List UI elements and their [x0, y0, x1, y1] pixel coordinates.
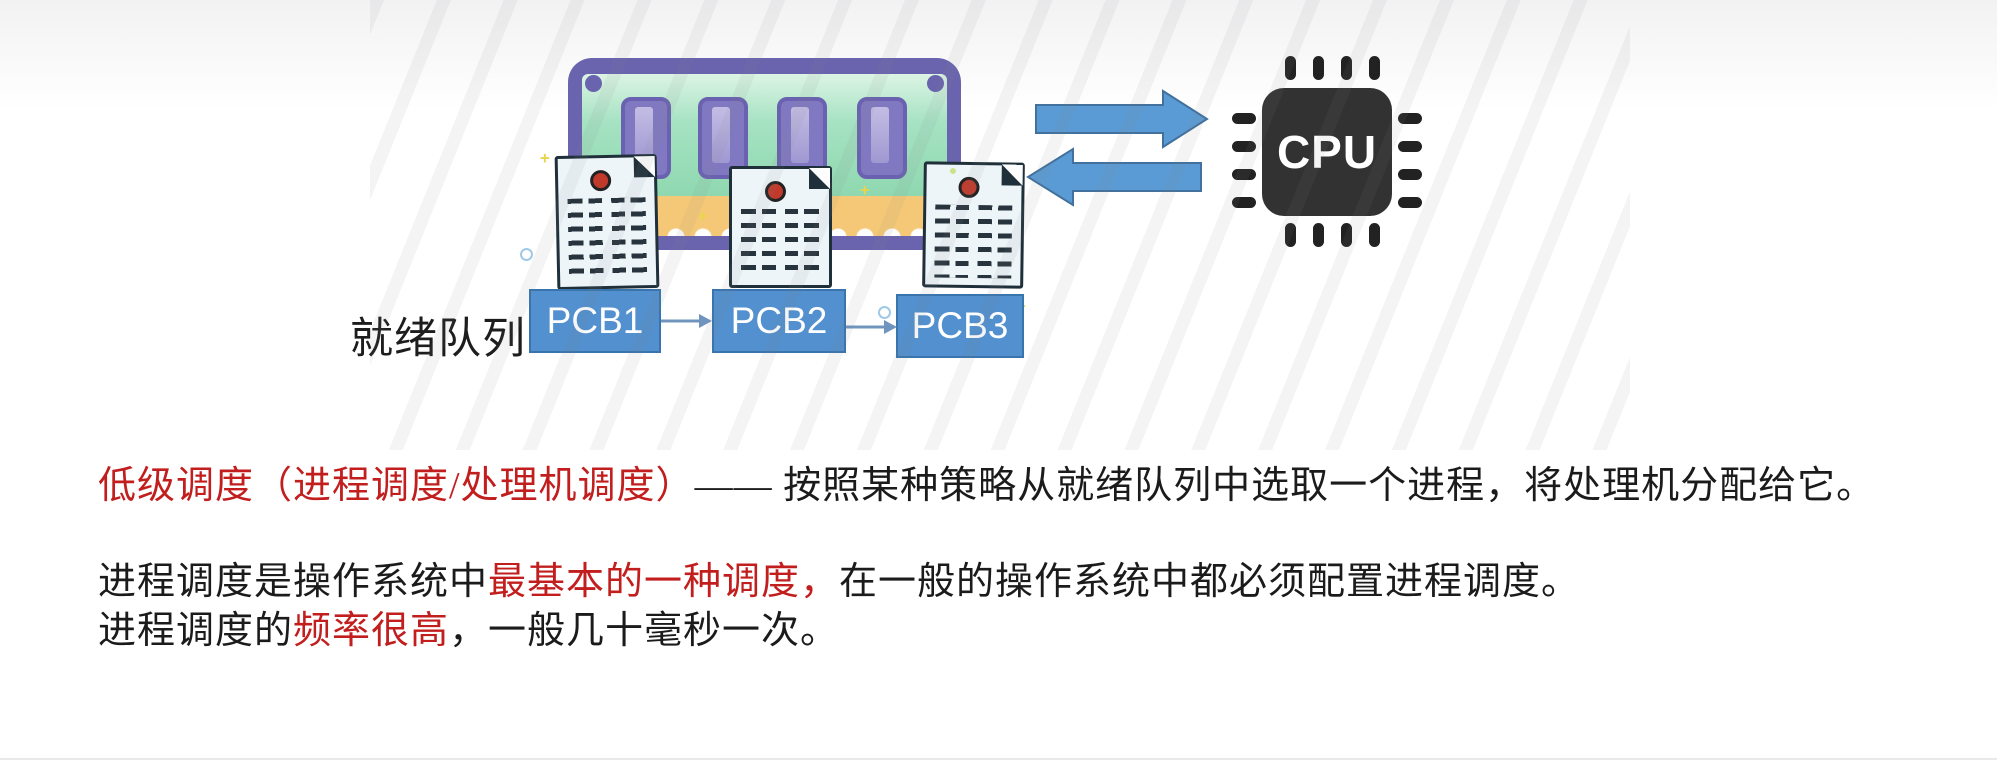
low-level-scheduling-term: 低级调度（进程调度/处理机调度）	[98, 465, 695, 507]
dispatch-arrow-left-icon	[1026, 147, 1202, 207]
lecture-text: 低级调度（进程调度/处理机调度）—— 按照某种策略从就绪队列中选取一个进程，将处…	[98, 460, 1898, 656]
cpu-pin	[1398, 169, 1422, 180]
cpu-pin	[1232, 141, 1256, 152]
cpu-pin	[1313, 56, 1324, 80]
pcb-document-icon	[729, 166, 832, 288]
note1-highlight: 最基本的一种调度，	[488, 561, 840, 603]
notes-paragraph: 进程调度是操作系统中最基本的一种调度，在一般的操作系统中都必须配置进程调度。进程…	[98, 558, 1898, 656]
cpu-icon: CPU	[1232, 56, 1422, 252]
document-fold-corner	[809, 168, 830, 189]
cpu-pin	[1313, 223, 1324, 247]
sparkle-decoration	[878, 306, 891, 319]
cpu-pin	[1398, 141, 1422, 152]
queue-arrow-icon	[846, 320, 897, 334]
cpu-pin	[1369, 223, 1380, 247]
definition-body: —— 按照某种策略从就绪队列中选取一个进程，将处理机分配给它。	[694, 465, 1876, 507]
note1-prefix: 进程调度是操作系统中	[98, 561, 489, 603]
pcb-document-icon	[922, 161, 1025, 289]
ram-chip-icon	[698, 97, 748, 179]
document-fold-corner	[633, 155, 656, 178]
document-dot	[764, 181, 786, 202]
cpu-pin	[1285, 223, 1296, 247]
document-text-lines	[567, 197, 648, 280]
note2-prefix: 进程调度的	[98, 610, 294, 652]
ready-queue-label: 就绪队列	[350, 316, 526, 363]
pcb3-label: PCB3	[911, 305, 1009, 346]
cpu-label: CPU	[1276, 126, 1378, 178]
sparkle-decoration	[520, 248, 533, 261]
definition-paragraph: 低级调度（进程调度/处理机调度）—— 按照某种策略从就绪队列中选取一个进程，将处…	[98, 460, 1898, 512]
sparkle-decoration: +	[540, 148, 550, 167]
sparkle-decoration: +	[698, 206, 708, 225]
dispatch-arrow-right-icon	[1035, 89, 1209, 149]
pcb1-label: PCB1	[546, 300, 644, 341]
ram-screw-hole	[585, 75, 602, 92]
cpu-pin	[1369, 56, 1380, 80]
document-text-lines	[741, 209, 820, 278]
ram-chip-icon	[857, 97, 907, 179]
cpu-pin	[1341, 223, 1352, 247]
ram-screw-hole	[927, 75, 944, 92]
pcb2-label: PCB2	[730, 300, 828, 341]
document-dot	[957, 176, 980, 199]
cpu-pin	[1232, 113, 1256, 124]
cpu-pin	[1232, 197, 1256, 208]
note2-suffix: ，一般几十毫秒一次。	[449, 610, 840, 652]
cpu-pin	[1341, 56, 1352, 80]
pcb1-node: PCB1	[529, 289, 661, 353]
sparkle-decoration	[950, 168, 956, 174]
queue-arrow-icon	[661, 314, 712, 328]
document-dot	[589, 169, 612, 192]
ram-chip-icon	[777, 97, 827, 179]
cpu-pin	[1398, 113, 1422, 124]
pcb-document-icon	[554, 153, 660, 291]
cpu-pin	[1398, 197, 1422, 208]
note1-suffix: 在一般的操作系统中都必须配置进程调度。	[839, 561, 1581, 603]
pcb3-node: PCB3	[896, 294, 1024, 358]
sparkle-decoration: +	[860, 180, 870, 199]
cpu-pin	[1285, 56, 1296, 80]
pcb2-node: PCB2	[712, 289, 846, 353]
document-text-lines	[934, 204, 1013, 279]
cpu-body: CPU	[1262, 88, 1392, 216]
document-fold-corner	[1001, 164, 1023, 186]
cpu-pin	[1232, 169, 1256, 180]
note2-highlight: 频率很高	[293, 610, 450, 652]
